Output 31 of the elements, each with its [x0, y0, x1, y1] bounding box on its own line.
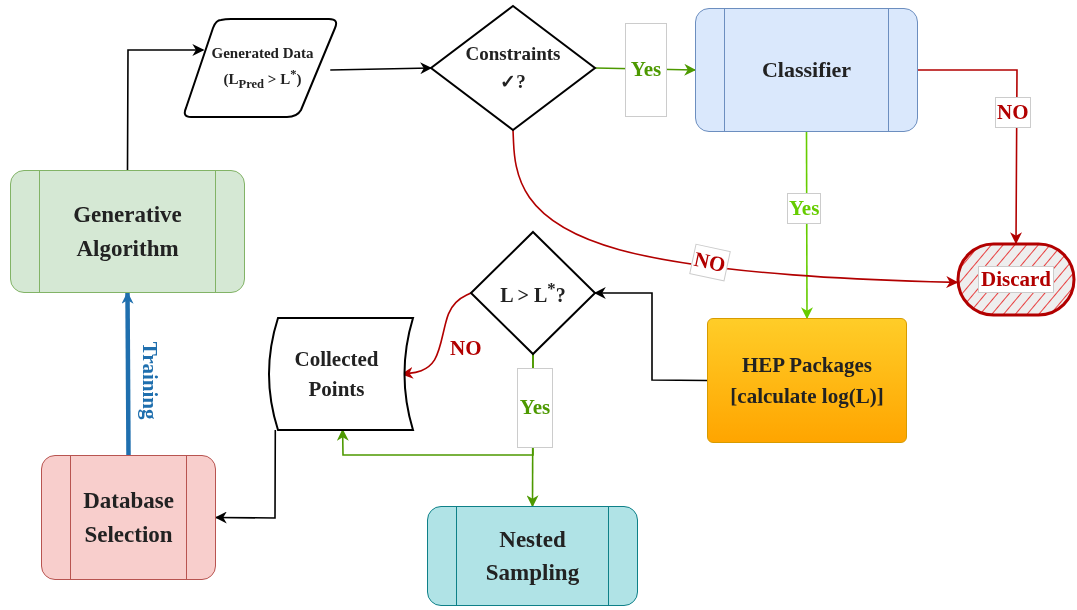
process-box — [41, 455, 216, 580]
node-label: Nested Sampling — [484, 525, 581, 587]
process-box — [10, 170, 245, 293]
data-parallelogram — [183, 18, 338, 118]
process-box — [707, 318, 907, 443]
node-label: Generated Data (L$_{Pred}$ > L$^{*}$) — [210, 44, 315, 93]
edge-label: Yes — [625, 23, 667, 117]
edge-label: NO — [689, 243, 731, 282]
arrow — [512, 129, 959, 289]
arrow — [126, 44, 205, 171]
node-label: Classifier — [761, 56, 852, 85]
arrow — [917, 69, 1023, 245]
decision-diamond — [431, 6, 595, 130]
arrow — [214, 429, 277, 524]
node-label: Collected Points — [293, 345, 380, 403]
edge-label: Yes — [787, 192, 822, 224]
node-label: Discard — [978, 265, 1054, 294]
node-label: HEP Packages [calculate log(L)] — [729, 352, 885, 410]
edge-label: Training — [137, 340, 164, 420]
edge-label: NO — [449, 334, 483, 362]
edge-label: Yes — [517, 368, 553, 448]
arrow — [593, 287, 708, 382]
process-box — [427, 506, 638, 606]
node-label: Constraints ✓? — [464, 42, 562, 94]
edge-label: NO — [995, 96, 1031, 128]
node-label: L > L$^{*}$? — [500, 277, 566, 308]
arrow — [329, 62, 433, 75]
arrow — [121, 291, 134, 455]
node-label: Generative Algorithm — [72, 201, 183, 263]
process-box — [695, 8, 918, 132]
node-label: Database Selection — [82, 487, 175, 549]
